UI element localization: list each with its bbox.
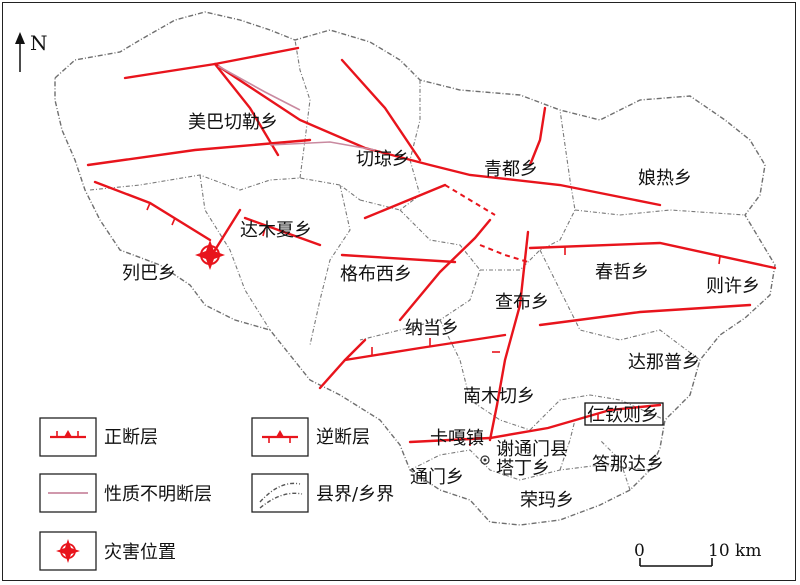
fault-nadang-ne (398, 218, 492, 322)
label-meibaqiele: 美巴切勒乡 (188, 112, 278, 133)
label-xietongmen: 谢通门县 (496, 439, 568, 460)
county-boundary (54, 11, 776, 526)
label-nadang: 纳当乡 (405, 318, 459, 339)
scale-end-label: 10 km (708, 541, 761, 561)
fault-danapu (538, 303, 752, 327)
county-seat-marker (480, 455, 490, 465)
label-gebuxi: 格布西乡 (340, 264, 412, 285)
fault-north-qieqiong (340, 58, 422, 162)
label-boxed-town: 仁钦则乡 (587, 405, 659, 426)
fault-lieba (93, 180, 212, 242)
scale-start-label: 0 (634, 541, 645, 561)
fault-nadang-sw (318, 338, 367, 390)
legend-boundary-box (251, 473, 309, 513)
faults (86, 46, 777, 444)
fault-qieqiong-main (86, 138, 312, 167)
fault-qingdu-short (528, 106, 547, 167)
fault-dashed-segments (444, 184, 529, 263)
unknown-fault-line (217, 65, 301, 111)
label-tading: 塔丁乡 (496, 458, 550, 479)
fault-meiba-north (123, 46, 300, 80)
normal-fault-arrow-icon (64, 430, 72, 437)
label-qieqiong: 切琼乡 (356, 149, 410, 170)
label-danada: 答那达乡 (592, 454, 664, 475)
place-labels: 美巴切勒乡 切琼乡 青都乡 娘热乡 达木夏乡 列巴乡 格布西乡 春哲乡 则许乡 … (122, 112, 760, 511)
legend-reverse-fault-label: 逆断层 (316, 427, 370, 448)
label-tongmen: 通门乡 (410, 467, 464, 488)
label-nanmuqie: 南木切乡 (463, 386, 535, 407)
unknown-fault-line-2 (269, 141, 376, 151)
fault-meiba-sw (213, 62, 280, 157)
fault-nadang-ew (343, 333, 507, 362)
label-qingdu: 青都乡 (484, 159, 538, 180)
legend-disaster-icon (56, 539, 80, 563)
fault-meiba-diagonal (213, 62, 662, 207)
reverse-fault-arrow-icon (276, 430, 284, 437)
legend-normal-fault-label: 正断层 (104, 427, 158, 448)
legend-boundary-label: 县界/乡界 (316, 484, 394, 505)
north-label: N (30, 31, 48, 55)
fault-qieqiong-east (363, 183, 447, 220)
legend-unknown-fault-label: 性质不明断层 (104, 484, 212, 505)
label-damuxia: 达木夏乡 (240, 220, 312, 241)
boxed-town-marker (584, 402, 664, 426)
legend: 正断层 逆断层 性质不明断层 县界/乡界 灾害位置 (39, 417, 394, 571)
label-rongma: 荣玛乡 (520, 490, 574, 511)
township-boundaries (89, 39, 746, 491)
north-arrow-icon (15, 32, 25, 72)
legend-disaster-label: 灾害位置 (104, 542, 176, 563)
label-kagazhen: 卡嘎镇 (430, 428, 484, 449)
scale-bar (639, 558, 713, 567)
label-niangre: 娘热乡 (638, 168, 692, 189)
label-chunzhe: 春哲乡 (595, 262, 649, 283)
fault-chabu-ns (488, 230, 530, 442)
fault-gebuxi (340, 253, 457, 264)
label-zexu: 则许乡 (706, 276, 760, 297)
label-lieba: 列巴乡 (122, 263, 176, 284)
county-seat-dot (483, 458, 487, 462)
label-chabu: 查布乡 (495, 292, 549, 313)
fault-lieba-cross (208, 208, 242, 260)
label-danapu: 达那普乡 (628, 352, 700, 373)
fault-ticks (146, 202, 721, 446)
fault-kaga (408, 403, 662, 444)
fault-damuxia (243, 216, 322, 247)
fault-chunzhe (528, 241, 777, 270)
disaster-location-icon (195, 240, 225, 270)
